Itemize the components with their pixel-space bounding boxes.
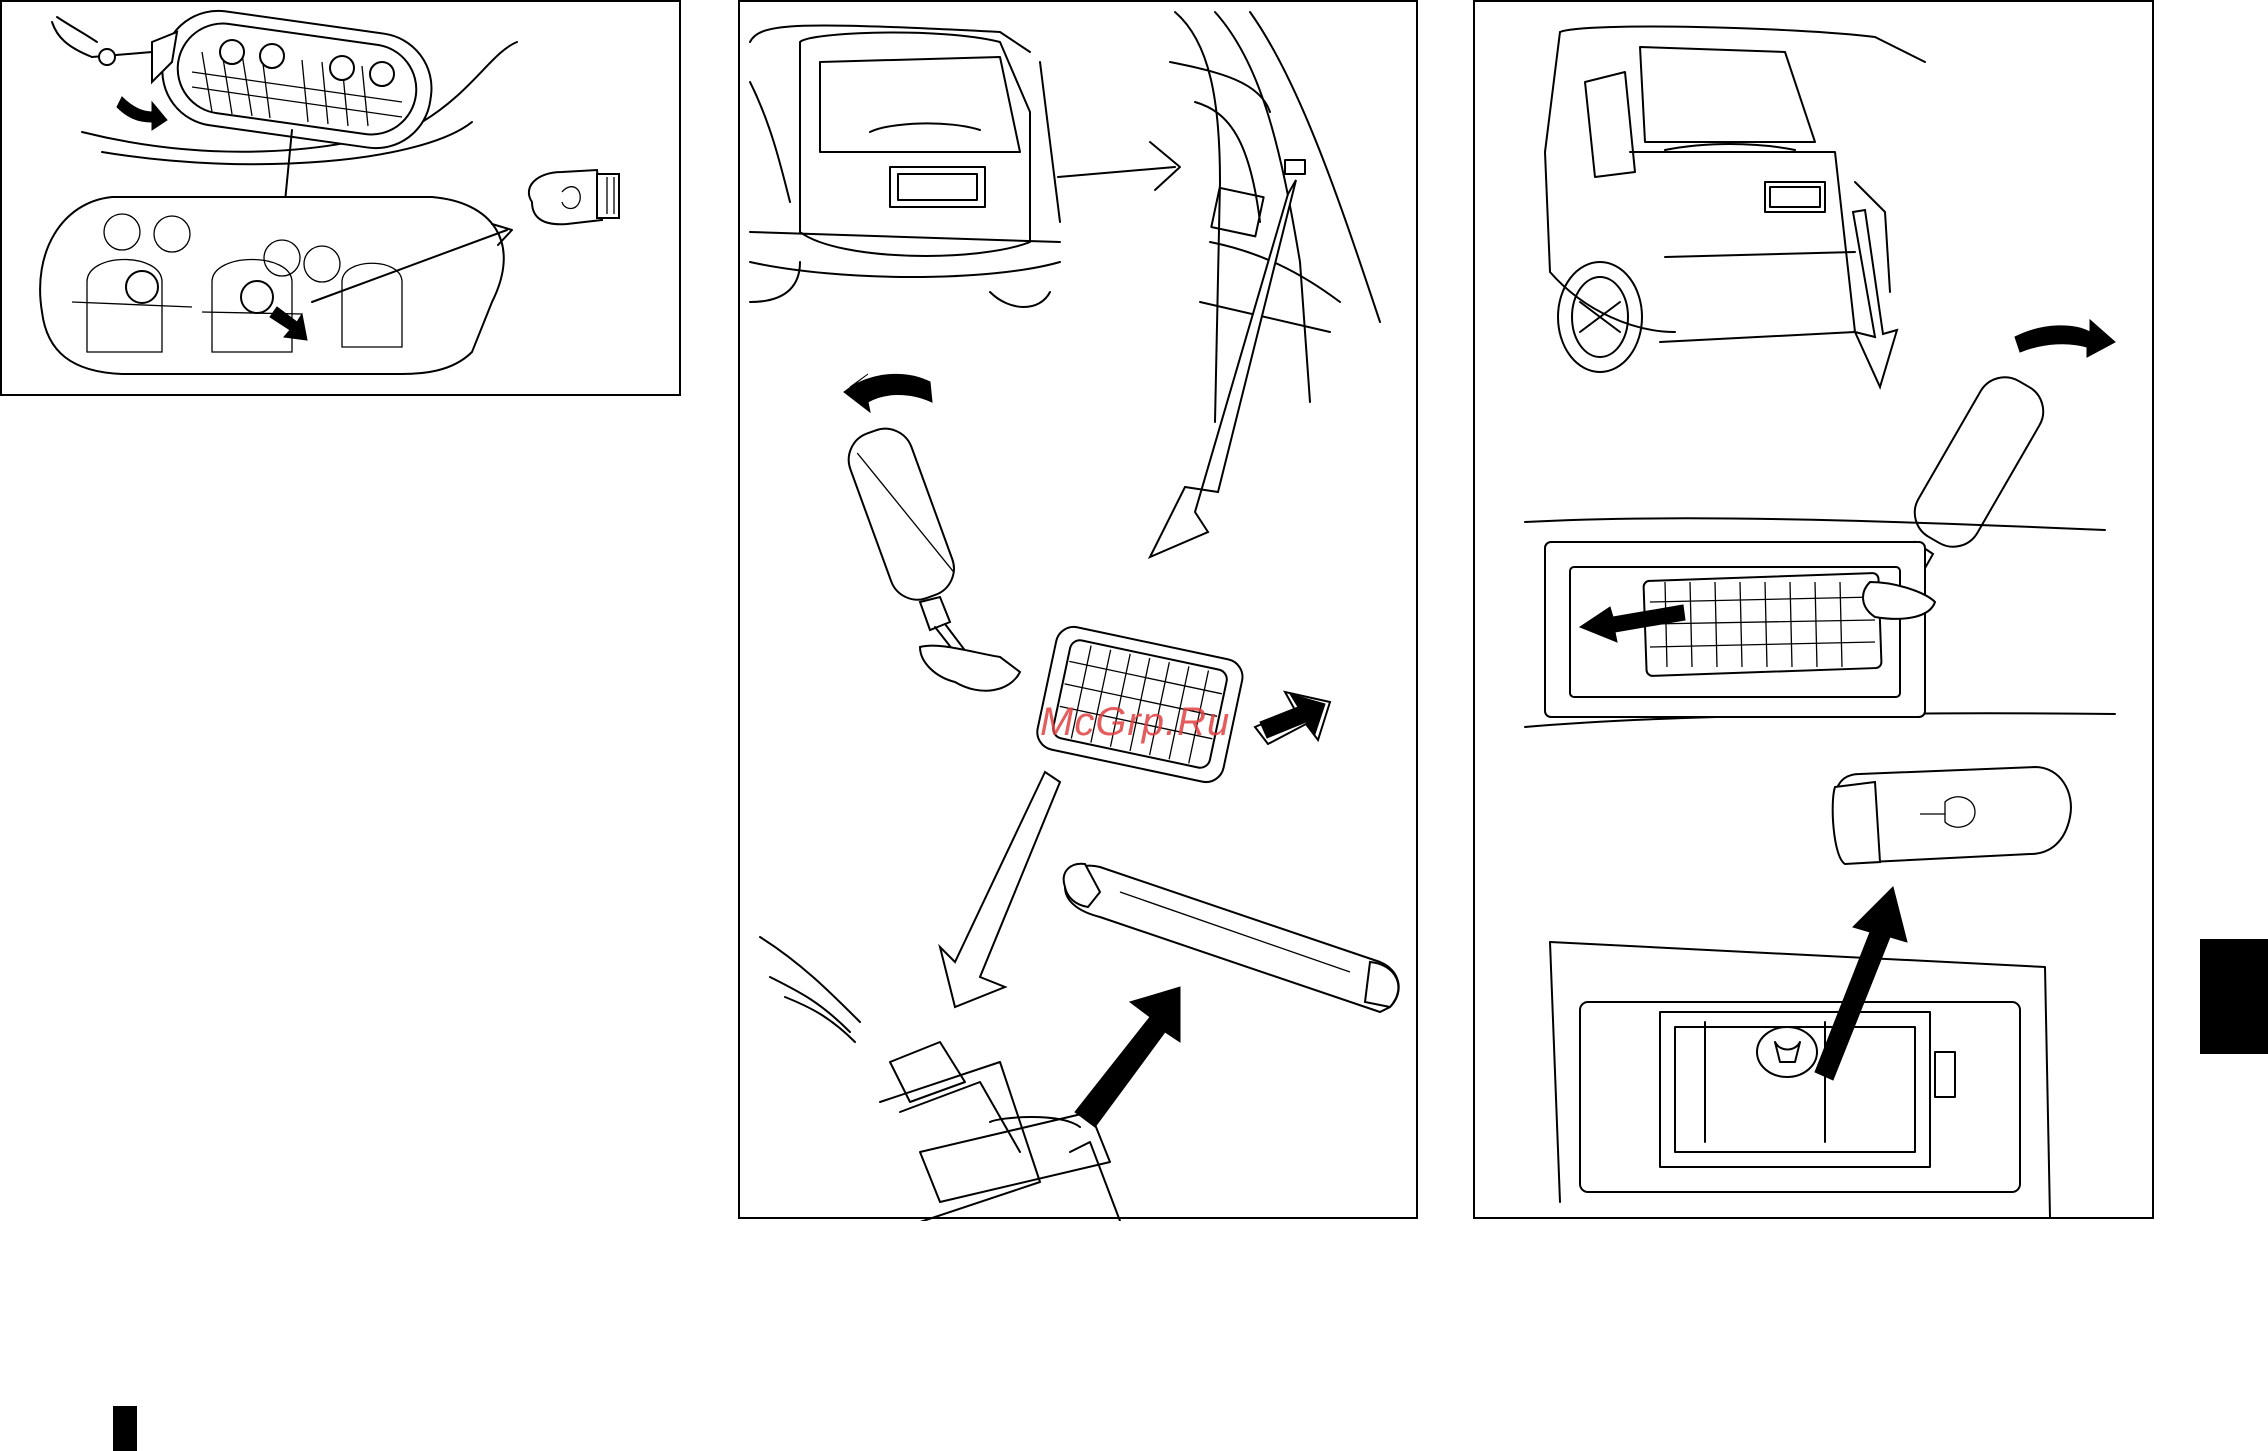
watermark: McGrp.Ru (1040, 700, 1230, 745)
lamp-lens-icon (155, 4, 438, 155)
license-lamp-drawing (1475, 2, 2156, 1221)
removal-arrow-icon (1150, 180, 1296, 557)
wedge-bulb-icon (529, 170, 619, 224)
vehicle-rear-icon (750, 25, 1060, 307)
festoon-bulb-icon (1064, 864, 1399, 1012)
removal-arrow-icon (1853, 210, 1897, 387)
page-marker (113, 1406, 137, 1451)
wedge-bulb-icon (1833, 767, 2071, 864)
illustration-map-lamp (0, 0, 681, 396)
illustration-license-plate-lamp (1473, 0, 2154, 1219)
flat-blade-screwdriver-icon (52, 17, 177, 82)
vehicle-rear-icon (1545, 27, 1925, 372)
luggage-lamp-drawing (740, 2, 1420, 1221)
illustration-luggage-room-lamp (738, 0, 1418, 1219)
flat-blade-screwdriver-icon (841, 421, 985, 682)
removal-arrow-icon (117, 97, 167, 130)
section-tab-marker (2200, 939, 2268, 1054)
lamp-lens-icon (1643, 573, 1881, 676)
map-lamp-drawing (2, 2, 683, 398)
